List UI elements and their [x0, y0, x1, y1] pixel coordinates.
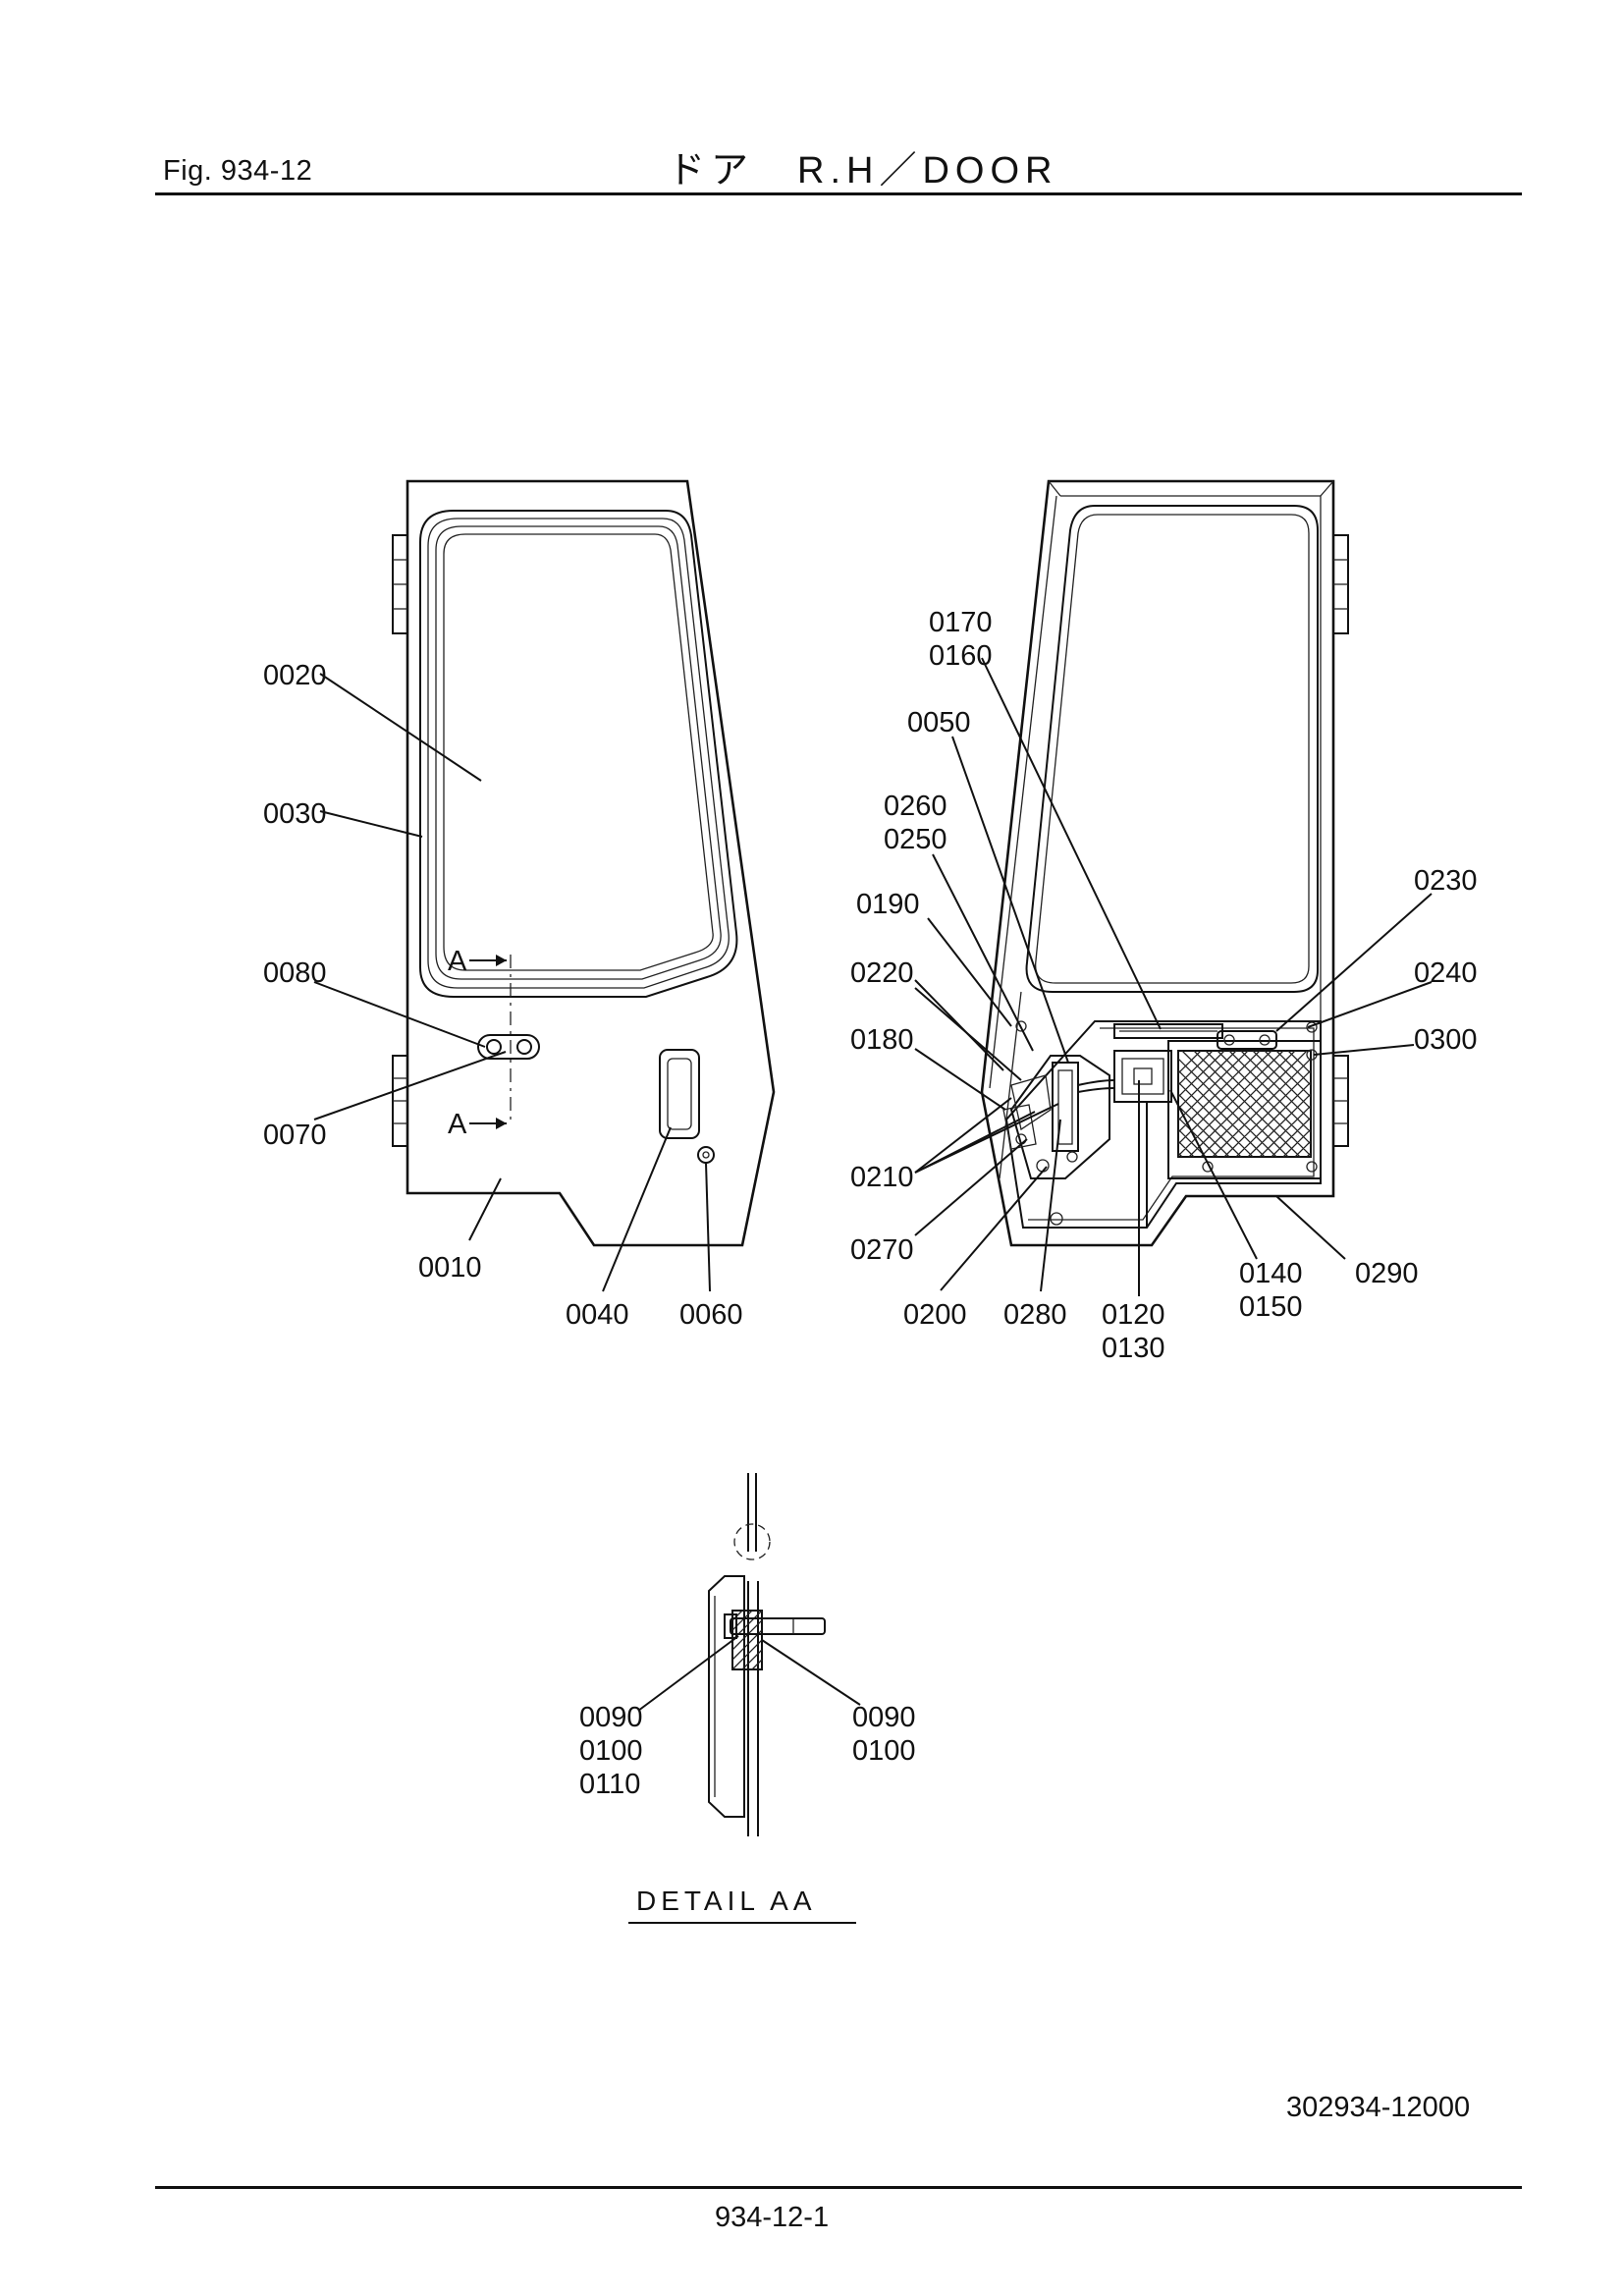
label-0120: 0120 [1102, 1299, 1165, 1331]
label-detail-0100-right: 0100 [852, 1735, 916, 1767]
inner-handle [1113, 1050, 1172, 1103]
footer-rule [155, 2186, 1522, 2189]
drawing-number: 302934-12000 [1286, 2092, 1471, 2123]
door-interior-view: 0170 0160 0050 0260 0250 0190 0220 0180 … [850, 479, 1478, 1364]
label-0020: 0020 [263, 660, 327, 691]
label-0210: 0210 [850, 1162, 914, 1193]
detail-circle [733, 1523, 771, 1560]
label-0200: 0200 [903, 1299, 967, 1331]
page-title: ドア R.H／DOOR [668, 150, 1058, 191]
label-0220: 0220 [850, 957, 914, 989]
label-0160: 0160 [929, 640, 993, 672]
label-0300: 0300 [1414, 1024, 1478, 1056]
storage-net [1177, 1050, 1312, 1158]
lock-pin [730, 1617, 826, 1635]
label-0150: 0150 [1239, 1291, 1303, 1323]
door-lock-plate [477, 1034, 540, 1060]
outer-handle [659, 1049, 700, 1139]
label-0070: 0070 [263, 1120, 327, 1151]
label-0030: 0030 [263, 798, 327, 830]
header-rule [155, 192, 1522, 195]
label-0260: 0260 [884, 791, 947, 822]
section-marker-bottom: A [448, 1109, 467, 1140]
page-number: 934-12-1 [715, 2202, 830, 2233]
door-outline-interior [980, 479, 1335, 1247]
label-0010: 0010 [418, 1252, 482, 1284]
label-0180: 0180 [850, 1024, 914, 1056]
figure-number: Fig. 934-12 [163, 155, 313, 187]
label-0230: 0230 [1414, 865, 1478, 897]
label-0040: 0040 [566, 1299, 629, 1331]
label-0240: 0240 [1414, 957, 1478, 989]
door-outline-exterior [406, 479, 776, 1247]
label-0290: 0290 [1355, 1258, 1419, 1289]
key-cylinder [697, 1146, 715, 1164]
label-0060: 0060 [679, 1299, 743, 1331]
label-0140: 0140 [1239, 1258, 1303, 1289]
label-0050: 0050 [907, 707, 971, 738]
label-detail-0110: 0110 [579, 1769, 640, 1800]
label-0080: 0080 [263, 957, 327, 989]
door-exterior-view: A A 0020 0030 0080 0070 0010 0040 0060 [263, 479, 776, 1331]
detail-aa-view: 0090 0100 0110 0090 0100 DETAIL AA [579, 1473, 916, 1924]
label-detail-0090-right: 0090 [852, 1702, 916, 1733]
section-marker-top: A [448, 946, 467, 977]
label-0280: 0280 [1003, 1299, 1067, 1331]
label-0250: 0250 [884, 824, 947, 855]
label-0270: 0270 [850, 1234, 914, 1266]
lock-rod [1052, 1062, 1079, 1152]
label-detail-0100-left: 0100 [579, 1735, 643, 1767]
grab-bar [1113, 1023, 1223, 1039]
label-detail-0090-left: 0090 [579, 1702, 643, 1733]
label-0170: 0170 [929, 607, 993, 638]
label-0190: 0190 [856, 889, 920, 920]
window-glass [419, 510, 738, 998]
label-0130: 0130 [1102, 1333, 1165, 1364]
window-glass-interior [1025, 505, 1319, 993]
detail-caption: DETAIL AA [636, 1886, 817, 1916]
